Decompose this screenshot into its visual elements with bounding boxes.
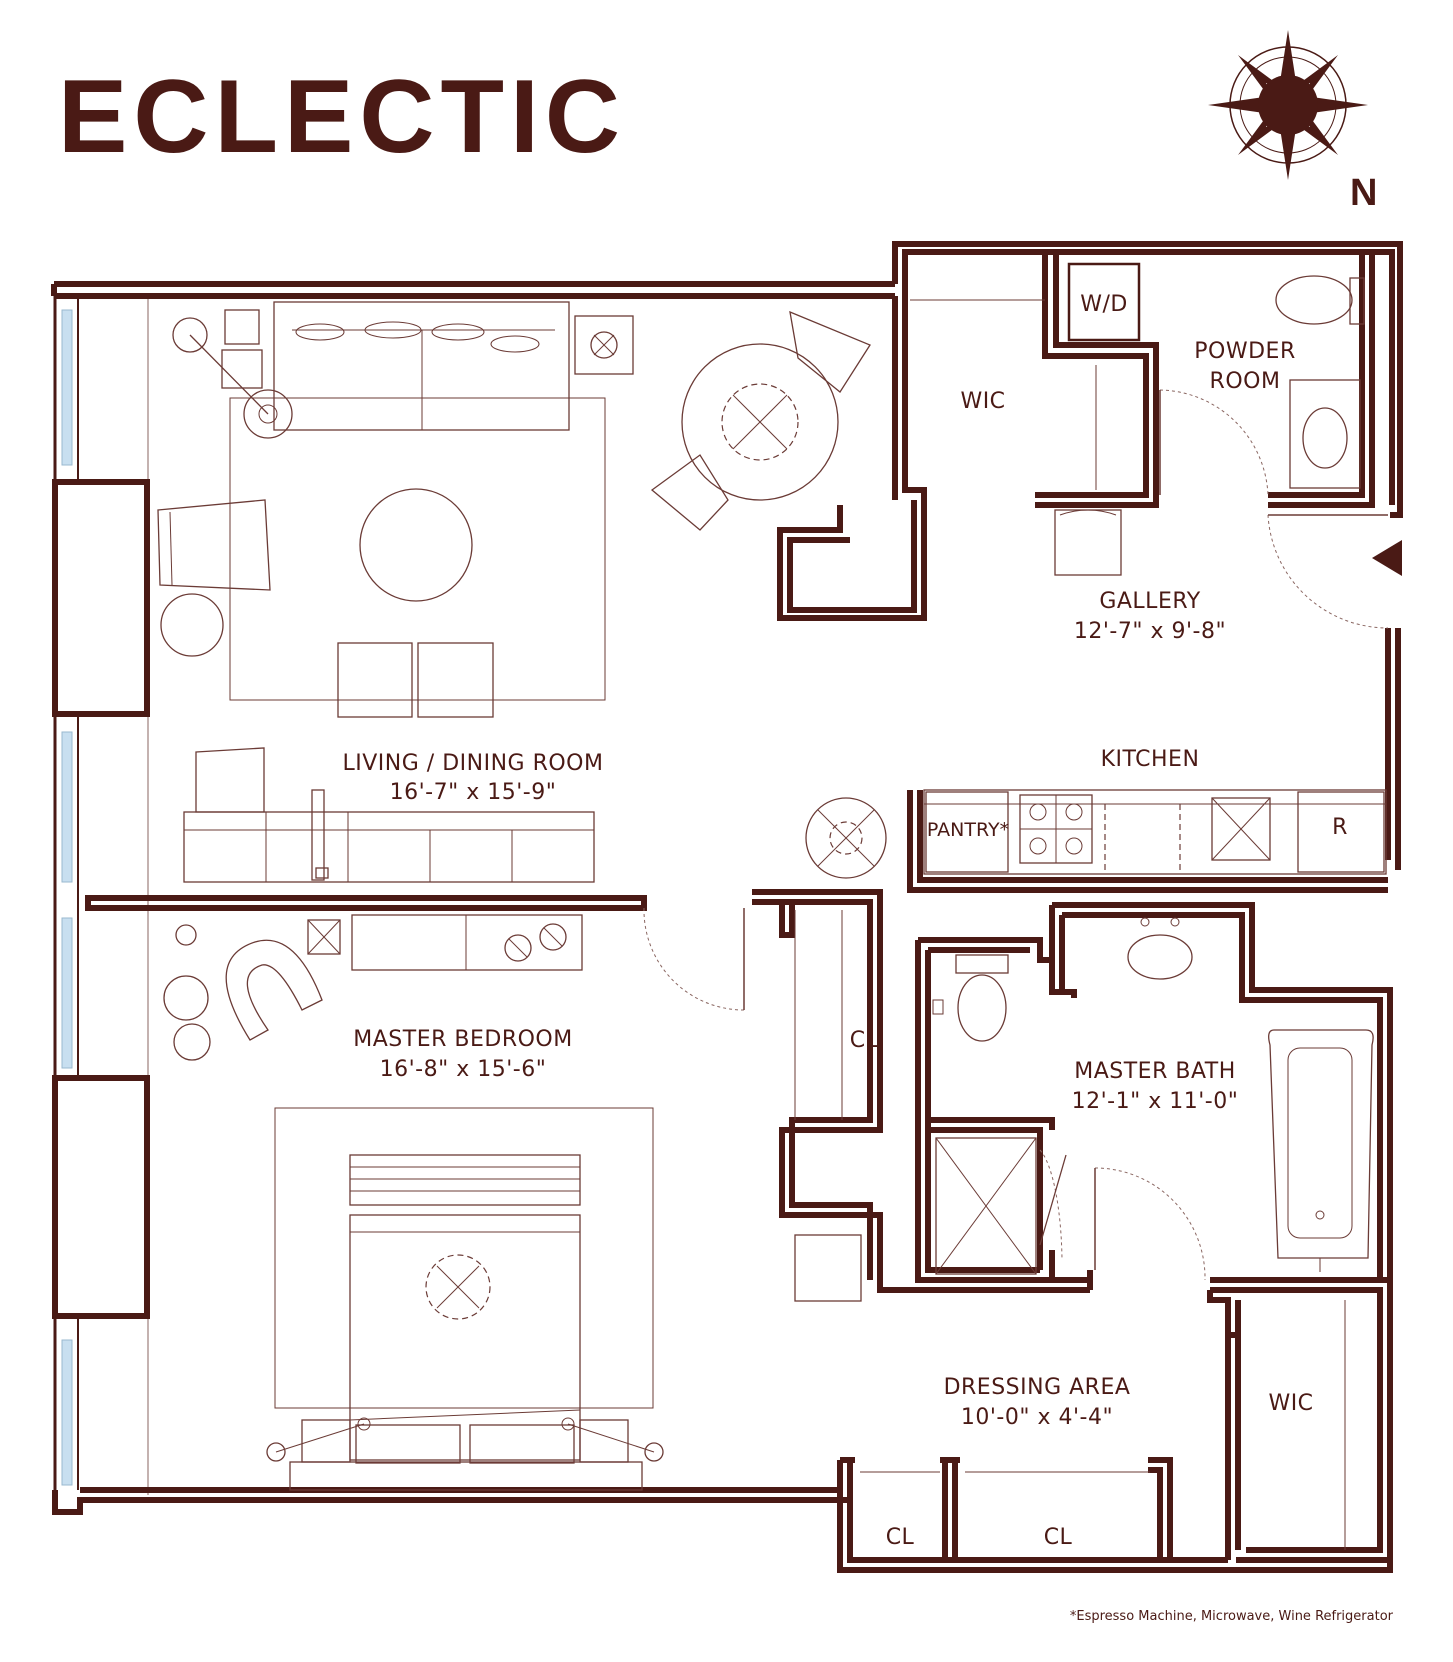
entry-arrow-icon <box>1372 540 1402 576</box>
plan-title: ECLECTIC <box>58 59 626 175</box>
powder-fixtures <box>910 275 1365 490</box>
label-gallery: GALLERY <box>1099 589 1200 614</box>
label-master-bath: MASTER BATH <box>1074 1059 1236 1084</box>
label-wic-top: WIC <box>960 389 1005 414</box>
compass-rose-icon <box>1208 30 1368 180</box>
compass-north-label: N <box>1350 172 1377 214</box>
kitchen-fixtures <box>923 509 1387 875</box>
label-wic-bottom: WIC <box>1268 1391 1313 1416</box>
label-closet-bottom-right: CL <box>1044 1525 1073 1550</box>
walls <box>51 241 1403 1573</box>
label-master-bedroom: MASTER BEDROOM <box>353 1027 572 1052</box>
bath-fixtures <box>860 917 1374 1550</box>
room-labels: WIC W/D POWDER ROOM GALLERY 12'-7" x 9'-… <box>343 292 1348 1550</box>
label-master-bedroom-dims: 16'-8" x 15'-6" <box>380 1057 547 1082</box>
label-living: LIVING / DINING ROOM <box>343 751 604 776</box>
label-kitchen: KITCHEN <box>1101 747 1200 772</box>
label-master-bath-dims: 12'-1" x 11'-0" <box>1072 1089 1239 1114</box>
label-fridge: R <box>1332 815 1348 840</box>
label-wd: W/D <box>1080 292 1128 317</box>
label-dressing: DRESSING AREA <box>944 1375 1131 1400</box>
label-living-dims: 16'-7" x 15'-9" <box>390 780 557 805</box>
label-powder-1: POWDER <box>1194 339 1295 364</box>
label-powder-2: ROOM <box>1210 369 1281 394</box>
door-swings <box>643 389 1389 1281</box>
footnote: *Espresso Machine, Microwave, Wine Refri… <box>1070 1609 1394 1624</box>
label-pantry: PANTRY* <box>927 819 1009 841</box>
label-gallery-dims: 12'-7" x 9'-8" <box>1074 619 1226 644</box>
label-dressing-dims: 10'-0" x 4'-4" <box>961 1405 1113 1430</box>
living-furniture <box>157 301 887 883</box>
label-closet-center: CL <box>850 1028 879 1053</box>
label-closet-bottom-left: CL <box>886 1525 915 1550</box>
bedroom-furniture <box>163 910 862 1491</box>
